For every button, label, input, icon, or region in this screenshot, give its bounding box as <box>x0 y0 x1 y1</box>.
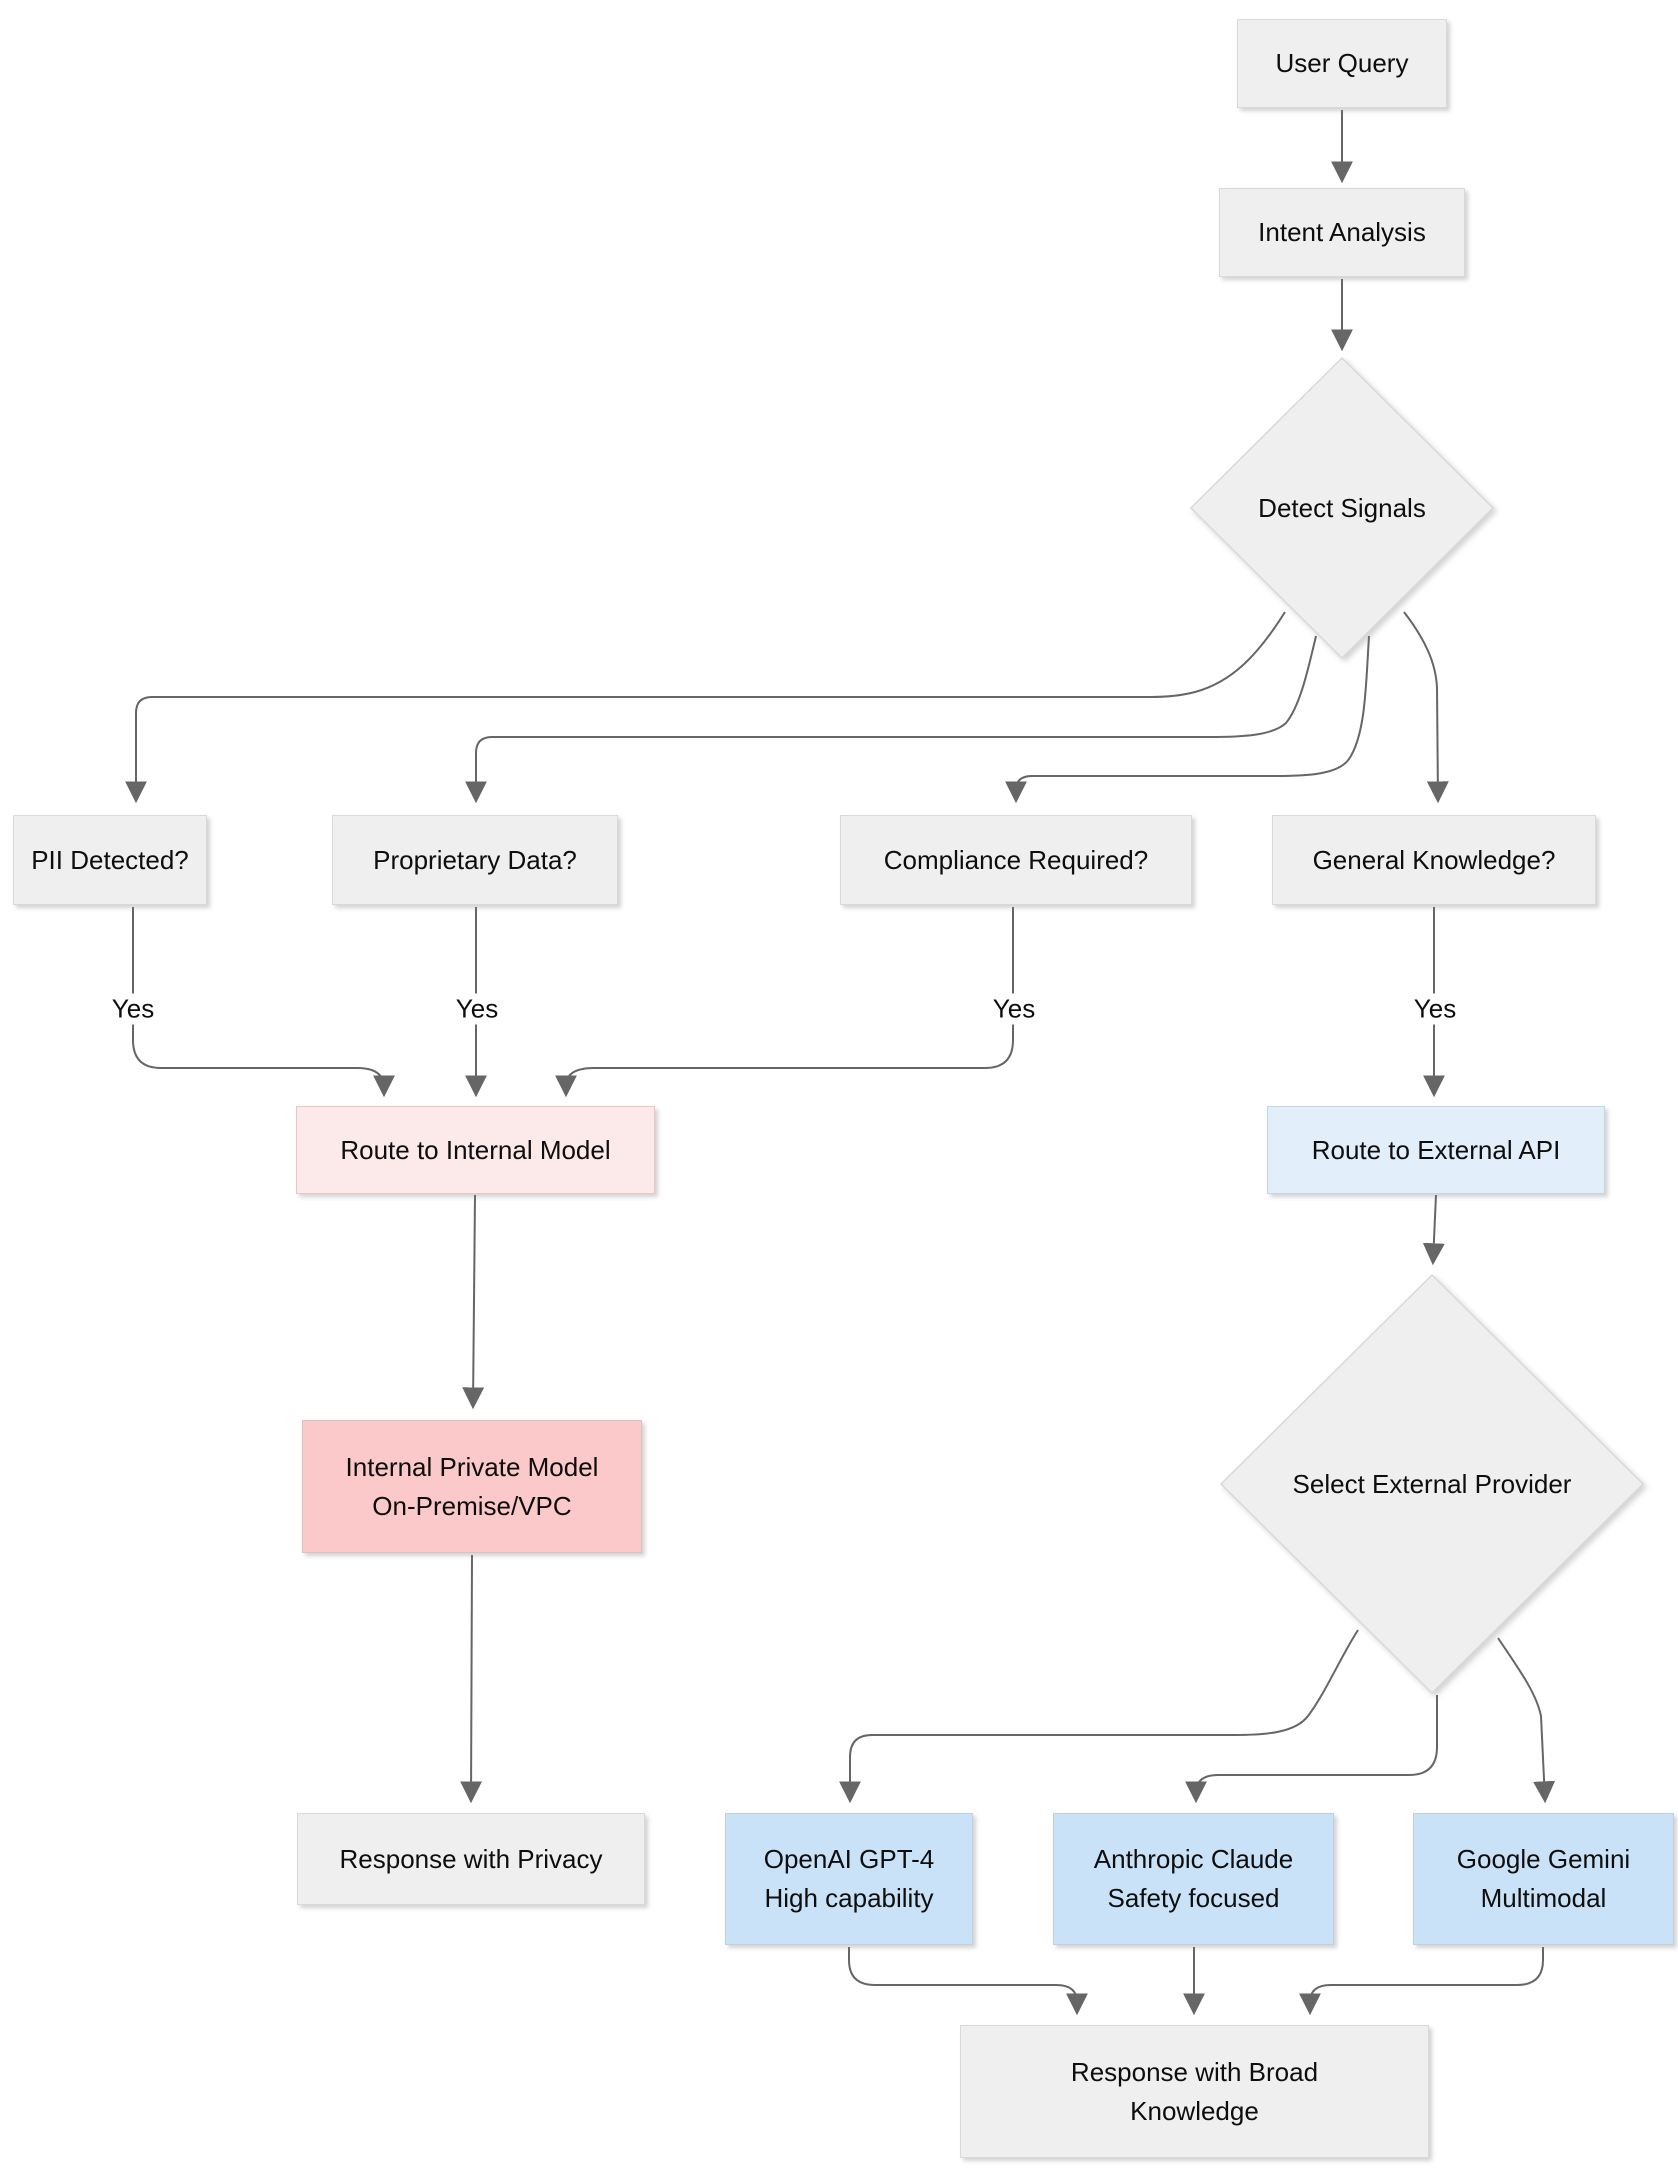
edge-detect-signals-to-compliance <box>1005 635 1370 804</box>
edge-route-internal-to-internal-model <box>462 1194 485 1410</box>
node-response-with-broad-knowledge: Response with Broad Knowledge <box>960 2025 1429 2158</box>
edge-label-general-yes: Yes <box>1405 993 1465 1025</box>
node-route-to-external-api: Route to External API <box>1267 1106 1605 1194</box>
edge-pii-yes-to-route-internal <box>132 907 395 1098</box>
edge-label-proprietary-yes: Yes <box>447 993 507 1025</box>
edge-select-provider-to-anthropic <box>1185 1695 1438 1804</box>
select-external-provider-diamond <box>1219 1273 1645 1695</box>
edge-gemini-to-response-broad <box>1299 1947 1544 2016</box>
edge-select-provider-to-openai <box>839 1629 1359 1804</box>
edge-compliance-yes-to-route-internal <box>555 907 1014 1098</box>
edge-detect-signals-to-proprietary <box>465 635 1317 804</box>
node-pii-detected: PII Detected? <box>13 815 207 905</box>
node-intent-analysis: Intent Analysis <box>1219 188 1465 277</box>
node-openai-gpt4: OpenAI GPT-4 High capability <box>725 1813 973 1945</box>
node-general-knowledge: General Knowledge? <box>1272 815 1596 905</box>
edge-openai-to-response-broad <box>848 1947 1088 2016</box>
edge-route-external-to-select-provider <box>1422 1194 1445 1266</box>
node-google-gemini: Google Gemini Multimodal <box>1413 1813 1674 1945</box>
node-proprietary-data: Proprietary Data? <box>332 815 618 905</box>
detect-signals-diamond <box>1189 356 1495 660</box>
node-user-query: User Query <box>1237 19 1447 108</box>
node-detect-signals-label: Detect Signals <box>1258 492 1426 523</box>
edge-detect-signals-to-general <box>1403 611 1449 804</box>
edge-internal-model-to-response-privacy <box>460 1554 483 1804</box>
node-compliance-required: Compliance Required? <box>840 815 1192 905</box>
node-internal-private-model: Internal Private Model On-Premise/VPC <box>302 1420 642 1553</box>
edge-label-pii-yes: Yes <box>103 993 163 1025</box>
node-select-external-provider-label: Select External Provider <box>1292 1468 1572 1499</box>
node-response-with-privacy: Response with Privacy <box>297 1813 645 1905</box>
edge-select-provider-to-gemini <box>1497 1637 1556 1804</box>
node-route-to-internal-model: Route to Internal Model <box>296 1106 655 1194</box>
node-anthropic-claude: Anthropic Claude Safety focused <box>1053 1813 1334 1945</box>
edge-label-compliance-yes: Yes <box>984 993 1044 1025</box>
edge-detect-signals-to-pii <box>125 611 1286 804</box>
